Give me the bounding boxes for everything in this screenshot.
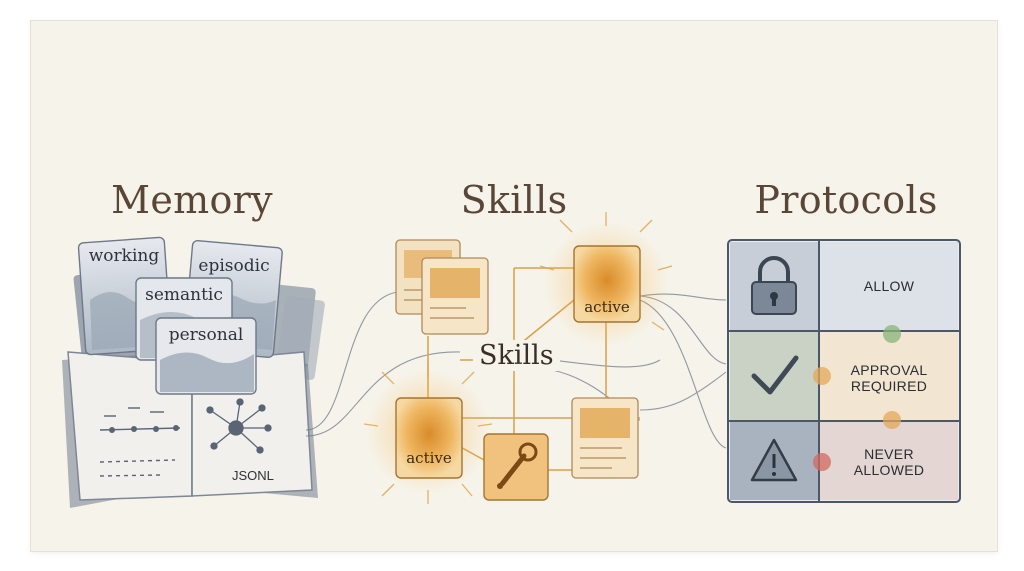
memory-illustration (62, 236, 325, 508)
protocols-table (727, 239, 961, 503)
memory-title: Memory (111, 178, 273, 222)
protocol-approval-line1: APPROVAL (850, 362, 928, 378)
status-dot-approval-2 (883, 411, 901, 429)
book-jsonl-label: JSONL (232, 468, 274, 483)
skill-card-document-bottom (571, 397, 639, 479)
warning-triangle-icon (750, 438, 798, 482)
skills-title: Skills (460, 178, 568, 222)
skill-card-wrench (483, 433, 549, 501)
skill-card-active-bottom (395, 397, 463, 479)
checkmark-icon (751, 355, 799, 395)
active-label-bottom: active (406, 449, 452, 467)
lock-icon (751, 256, 797, 315)
protocol-approval-text: APPROVAL REQUIRED (821, 362, 957, 394)
memory-card-episodic-label: episodic (198, 256, 270, 276)
skill-card-document-front (421, 257, 489, 335)
active-label-top: active (584, 298, 630, 316)
memory-card-semantic-label: semantic (145, 285, 223, 305)
protocols-title: Protocols (754, 178, 938, 222)
protocol-allow-line1: ALLOW (863, 278, 915, 294)
protocol-never-line2: ALLOWED (853, 462, 925, 478)
protocol-never-line1: NEVER (864, 446, 914, 462)
memory-card-working-label: working (88, 246, 160, 266)
skills-hub-label: Skills (473, 340, 560, 371)
memory-card-personal (155, 317, 257, 395)
status-dot-approval (813, 367, 831, 385)
wrench-icon (499, 453, 527, 487)
network-icon (206, 398, 272, 454)
memory-card-personal-label: personal (168, 325, 244, 345)
status-dot-allow (883, 325, 901, 343)
protocol-never-text: NEVER ALLOWED (821, 446, 957, 478)
protocol-allow-text: ALLOW (821, 278, 957, 294)
skills-network (363, 212, 673, 504)
protocol-approval-line2: REQUIRED (850, 378, 928, 394)
skill-card-active-top (573, 245, 641, 323)
connector-lines (305, 291, 727, 449)
status-dot-never (813, 453, 831, 471)
